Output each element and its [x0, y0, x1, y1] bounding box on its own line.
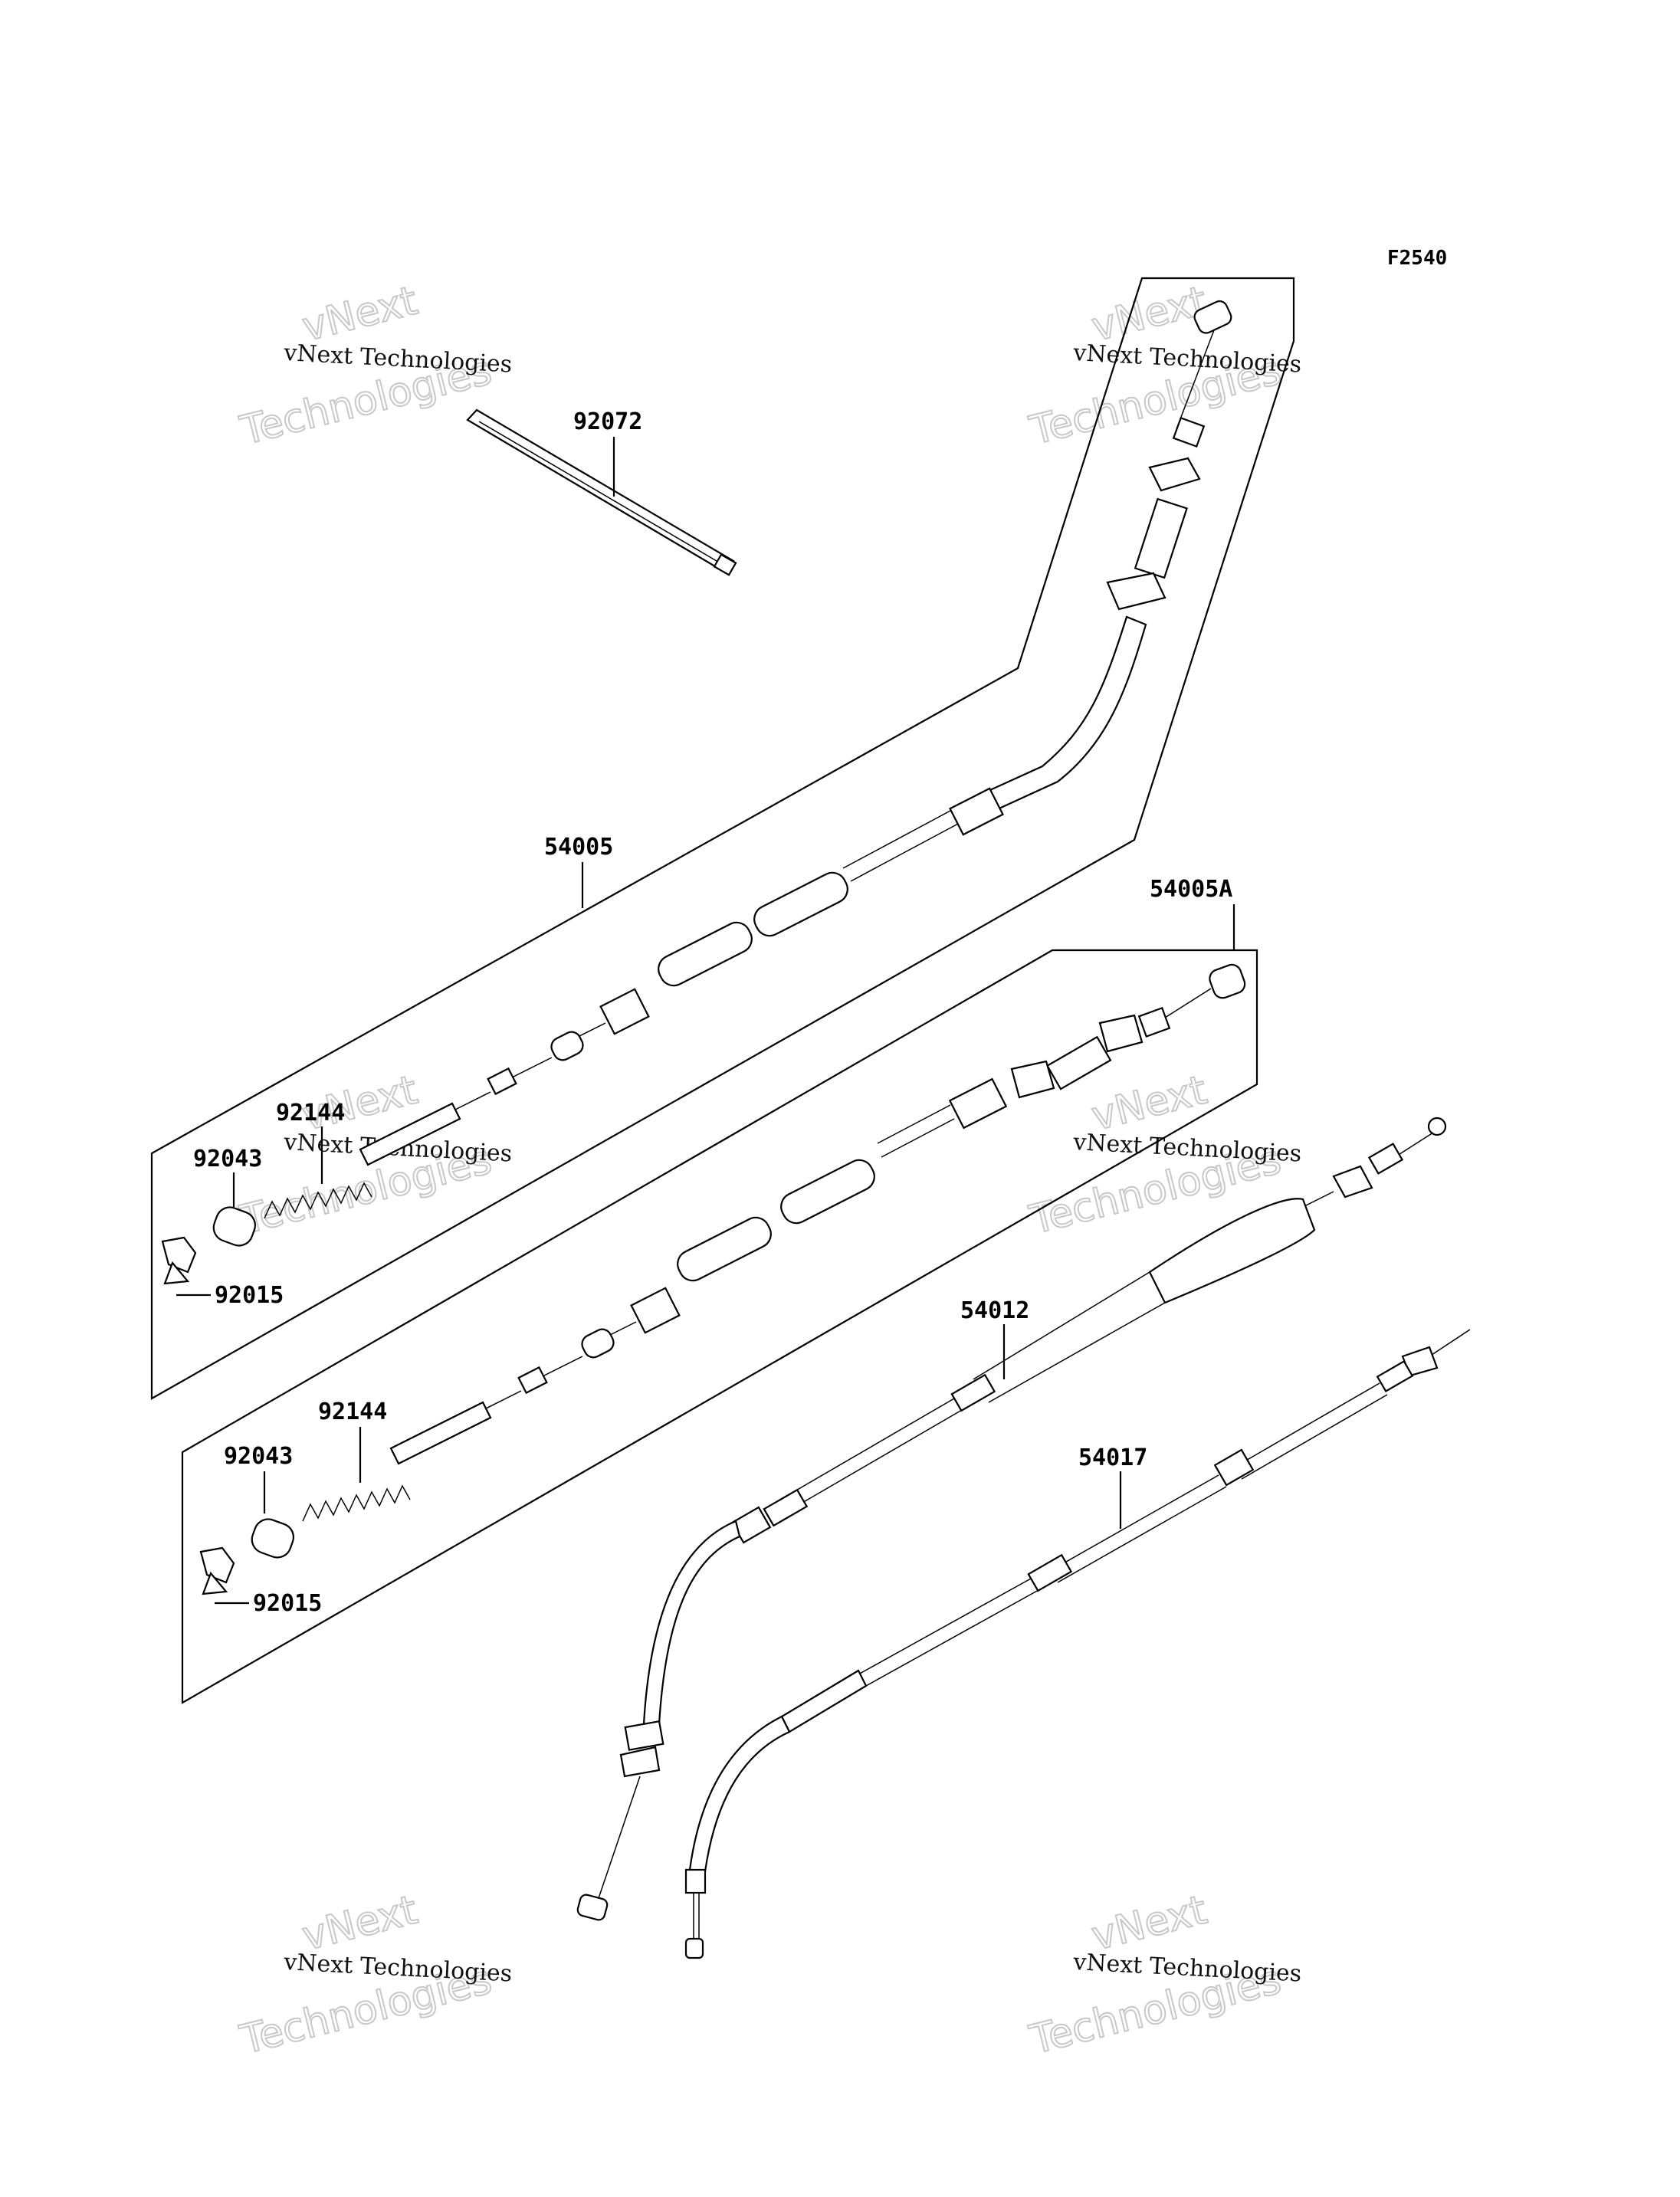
label-92043-a: 92043: [193, 1146, 262, 1172]
label-92072: 92072: [573, 408, 642, 435]
part-92043-pin-b[interactable]: [248, 1515, 297, 1561]
watermark-top-right: vNext Technologies vNext Technologies: [1025, 277, 1302, 455]
assembly-box-54005: [150, 277, 1295, 1400]
part-92072-cable-tie[interactable]: [466, 408, 737, 576]
part-92015-wingnut-a[interactable]: [161, 1236, 197, 1285]
watermark-big-top: vNext: [298, 1887, 422, 1960]
watermark-big-top: vNext: [1088, 1887, 1212, 1960]
part-54012-throttle-cable[interactable]: [576, 1117, 1447, 1921]
part-92043-pin-a[interactable]: [210, 1203, 259, 1249]
part-92015-wingnut-b[interactable]: [199, 1546, 235, 1595]
part-92144-spring-b[interactable]: [302, 1484, 411, 1522]
label-92015-a: 92015: [215, 1282, 284, 1309]
label-92015-b: 92015: [253, 1590, 322, 1617]
watermark-bottom-left: vNext Technologies vNext Technologies: [235, 1887, 513, 2064]
label-92144-b: 92144: [318, 1399, 387, 1425]
label-92144-a: 92144: [276, 1100, 345, 1126]
part-54005A-clutch-cable[interactable]: [389, 962, 1248, 1465]
watermark-big-top: vNext: [1088, 1067, 1212, 1140]
assembly-box-54005A: [181, 949, 1258, 1704]
part-92144-spring-a[interactable]: [264, 1182, 372, 1219]
label-54012: 54012: [960, 1297, 1029, 1324]
watermark-top-left: vNext Technologies vNext Technologies: [235, 277, 513, 455]
part-54005-clutch-cable[interactable]: [359, 299, 1234, 1166]
part-54017-throttle-cable[interactable]: [684, 1329, 1471, 1959]
label-54005: 54005: [544, 834, 613, 861]
label-54005A: 54005A: [1150, 876, 1232, 903]
figure-code: F2540: [1387, 247, 1447, 270]
watermark-big-top: vNext: [298, 278, 422, 351]
watermark-bottom-right: vNext Technologies vNext Technologies: [1025, 1887, 1302, 2064]
label-54017: 54017: [1078, 1444, 1147, 1471]
watermark-big-top: vNext: [1088, 278, 1212, 351]
label-92043-b: 92043: [224, 1443, 293, 1470]
